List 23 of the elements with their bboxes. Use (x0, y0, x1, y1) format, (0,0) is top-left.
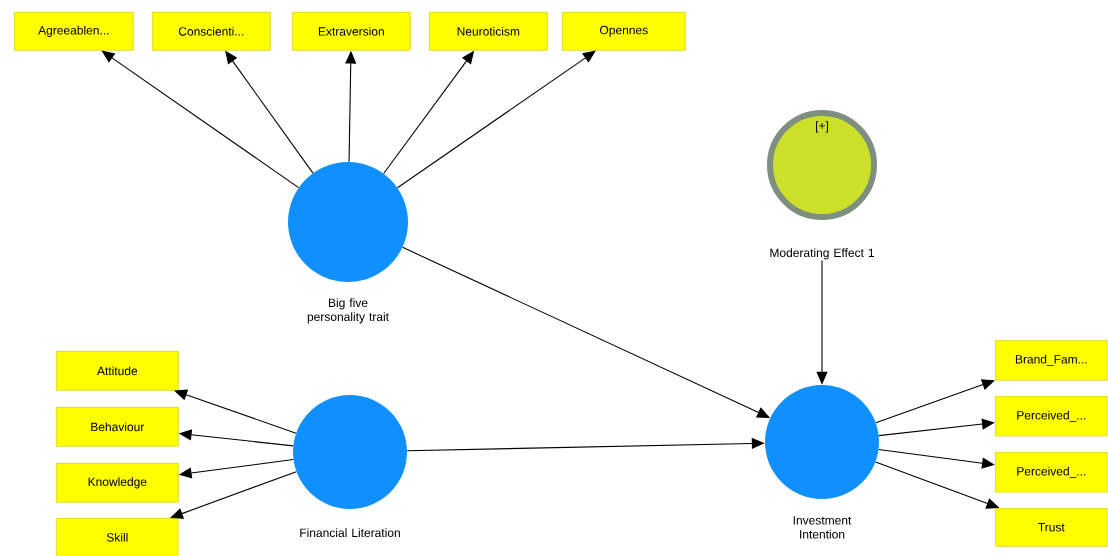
indicator-box: Brand_Fam... (995, 340, 1108, 381)
arrow (174, 389, 297, 434)
arrow (875, 379, 995, 424)
indicator-box: Attitude (56, 351, 179, 391)
indicator-box: Agreeablen... (14, 12, 134, 51)
construct-label: Big five personality trait (307, 298, 389, 324)
indicator-box: Opennes (562, 12, 686, 51)
indicator-box: Perceived_... (995, 452, 1108, 493)
indicator-box: Perceived_... (995, 396, 1108, 437)
circle-label: [+] (816, 121, 828, 133)
indicator-box: Skill (56, 518, 179, 556)
indicator-box: Trust (995, 508, 1108, 547)
arrow (878, 418, 995, 437)
arrow (396, 50, 596, 189)
indicator-box: Neuroticism (429, 12, 548, 51)
construct-label: Investment Intention (793, 516, 852, 539)
construct-label: Moderating Effect 1 (770, 248, 874, 260)
indicator-box: Knowledge (56, 463, 179, 503)
construct-label: Financial Literation (300, 528, 400, 537)
arrow (878, 448, 995, 469)
indicator-box: Conscienti... (152, 12, 271, 51)
indicator-box: Behaviour (56, 407, 179, 447)
indicator-box: Extraversion (292, 12, 411, 51)
